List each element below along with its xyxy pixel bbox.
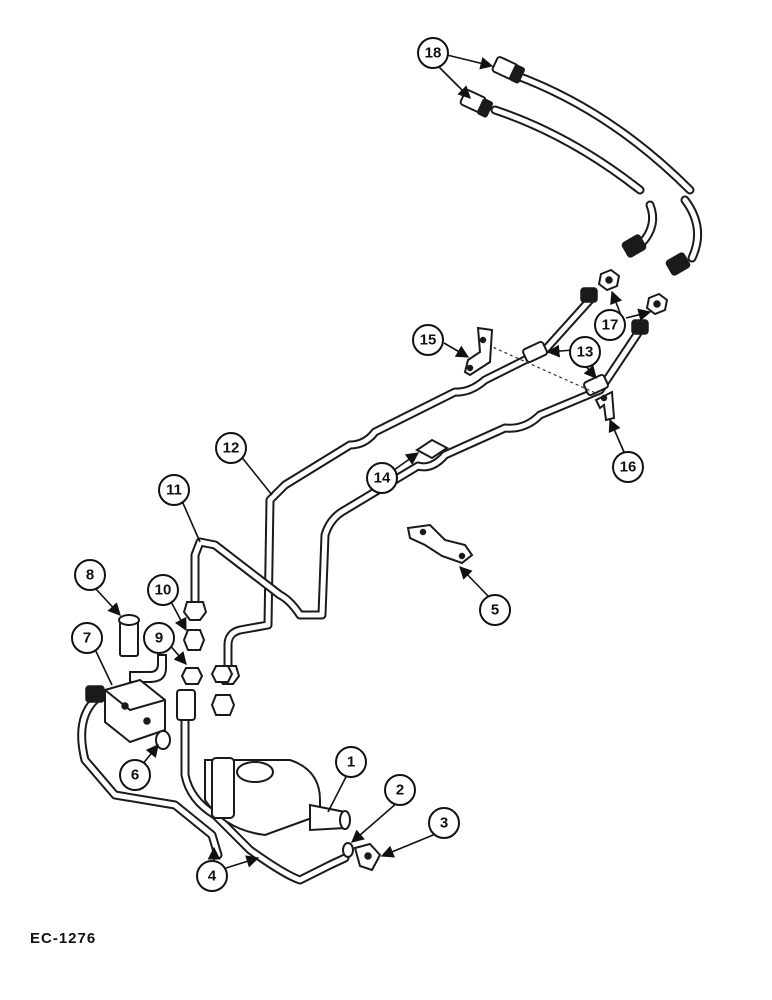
pipe-nut-left <box>182 601 208 621</box>
callout-6: 6 <box>119 759 151 791</box>
callout-8: 8 <box>74 559 106 591</box>
hose-4-left <box>77 685 223 860</box>
callout-17: 17 <box>594 309 626 341</box>
drawing-code: EC-1276 <box>30 930 97 947</box>
o-ring-6 <box>155 730 171 750</box>
elbow-3 <box>353 842 382 872</box>
callout-7: 7 <box>71 622 103 654</box>
svg-text:13: 13 <box>577 344 594 361</box>
svg-text:5: 5 <box>491 602 499 619</box>
strap-5 <box>406 523 474 565</box>
flexible-hose-lower <box>459 89 645 195</box>
svg-text:1: 1 <box>347 754 355 771</box>
svg-text:18: 18 <box>425 45 442 62</box>
bolt-8 <box>118 614 140 657</box>
callout-2: 2 <box>384 774 416 806</box>
svg-text:6: 6 <box>131 767 139 784</box>
callout-18: 18 <box>417 37 449 69</box>
fitting-10 <box>182 629 206 651</box>
hydraulic-cylinder-1 <box>204 757 351 837</box>
svg-text:3: 3 <box>440 815 448 832</box>
svg-text:11: 11 <box>166 482 182 499</box>
pipe-clip-13a <box>522 340 548 364</box>
manifold-block-7 <box>104 678 166 744</box>
svg-text:7: 7 <box>83 630 91 647</box>
nut-9a <box>180 667 204 685</box>
callout-1: 1 <box>335 746 367 778</box>
bracket-15 <box>463 326 494 377</box>
svg-text:12: 12 <box>223 440 240 457</box>
clamp-plate-14 <box>415 438 449 460</box>
o-ring-2 <box>342 842 354 858</box>
hose-ends-lower <box>621 195 703 276</box>
nut-9b <box>210 665 234 683</box>
svg-text:17: 17 <box>602 317 619 334</box>
svg-text:14: 14 <box>374 470 391 487</box>
callout-15: 15 <box>412 324 444 356</box>
svg-text:10: 10 <box>155 582 172 599</box>
bracket-16 <box>594 390 616 422</box>
callout-4: 4 <box>196 860 228 892</box>
callout-5: 5 <box>479 594 511 626</box>
callout-13: 13 <box>569 336 601 368</box>
callout-11: 11 <box>158 474 190 506</box>
adapter-fitting-17a <box>597 268 621 292</box>
svg-text:16: 16 <box>620 459 637 476</box>
callout-12: 12 <box>215 432 247 464</box>
flexible-hose-upper <box>491 56 695 195</box>
adapter-fitting-17b <box>645 292 669 316</box>
callout-3: 3 <box>428 807 460 839</box>
svg-text:8: 8 <box>86 567 94 584</box>
callout-14: 14 <box>366 462 398 494</box>
hose-4-right <box>176 689 350 885</box>
svg-text:9: 9 <box>155 630 163 647</box>
callout-10: 10 <box>147 574 179 606</box>
callout-9: 9 <box>143 622 175 654</box>
fitting-9c <box>210 694 236 716</box>
svg-text:2: 2 <box>396 782 404 799</box>
callout-16: 16 <box>612 451 644 483</box>
rigid-pipe-12 <box>223 287 598 670</box>
svg-text:15: 15 <box>420 332 437 349</box>
svg-text:4: 4 <box>208 868 217 885</box>
